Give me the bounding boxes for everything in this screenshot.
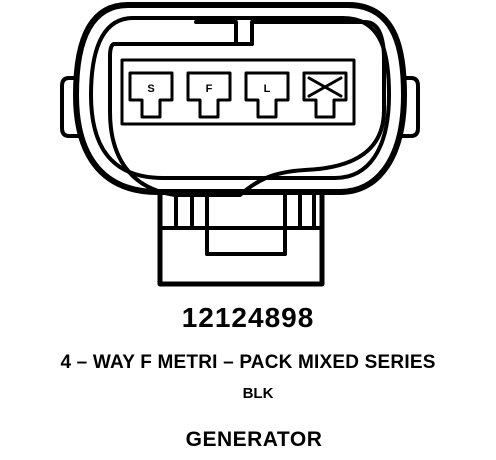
left-locking-tab xyxy=(60,76,82,138)
terminal-l xyxy=(244,71,290,119)
connector-housing-outline xyxy=(73,2,407,195)
unused-cavity-x-mark xyxy=(307,76,343,98)
terminal-empty xyxy=(302,71,348,119)
right-locking-tab xyxy=(398,76,420,138)
wire-channels xyxy=(174,190,316,256)
pin-label-s: S xyxy=(147,83,154,95)
pin-label-f: F xyxy=(206,83,213,95)
pin-label-l: L xyxy=(264,83,271,95)
terminal-cavity xyxy=(108,20,386,197)
wire-exit-inner-frame xyxy=(158,226,324,256)
wire-exit-body xyxy=(157,189,325,287)
component-name: GENERATOR xyxy=(185,428,323,451)
terminal-f xyxy=(186,71,232,119)
connector-diagram: S F L xyxy=(60,2,420,287)
terminal-s xyxy=(128,71,174,119)
wire-color-label: BLK xyxy=(242,385,274,402)
connector-housing-inner-wall xyxy=(89,16,391,180)
connector-description: 4 – WAY F METRI – PACK MIXED SERIES xyxy=(60,352,436,373)
part-number: 12124898 xyxy=(181,302,315,333)
keying-notch xyxy=(194,20,238,44)
pin-housing-block xyxy=(120,58,356,126)
